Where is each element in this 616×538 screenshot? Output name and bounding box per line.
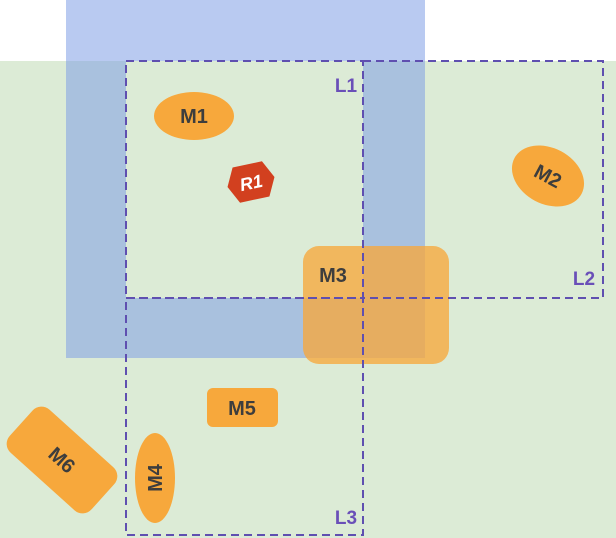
region-l3-border (125, 297, 364, 536)
node-m2 (511, 145, 585, 207)
node-m6 (6, 406, 118, 514)
router-r1 (227, 161, 275, 203)
node-m3-label: M3 (319, 265, 347, 287)
region-l3-label: L3 (335, 508, 357, 529)
region-l1-label: L1 (335, 76, 358, 97)
node-m5 (207, 388, 278, 427)
router-r1-label: R1 (238, 171, 265, 195)
region-l2-border (362, 60, 604, 299)
node-m4 (135, 433, 175, 523)
node-m1 (154, 92, 234, 140)
node-m1-label: M1 (180, 106, 208, 128)
node-m5-label: M5 (228, 398, 256, 420)
node-m4-label: M4 (145, 463, 167, 492)
region-l2-label: L2 (573, 269, 595, 290)
node-m3 (303, 246, 449, 364)
